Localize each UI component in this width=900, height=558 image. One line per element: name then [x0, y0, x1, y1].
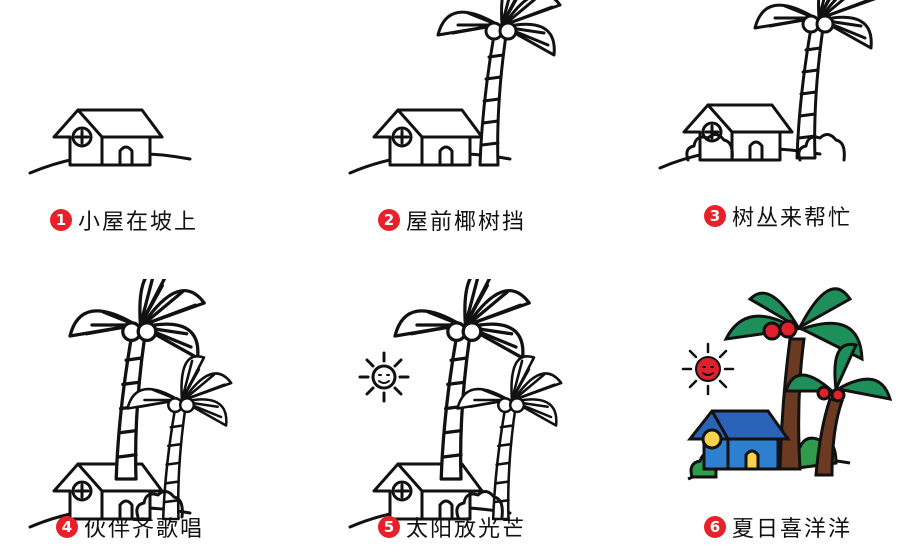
- step-1-panel: 1 小屋在坡上: [0, 0, 300, 279]
- step-2-text: 屋前椰树挡: [406, 210, 527, 235]
- big-palm-coconut: [762, 321, 782, 341]
- step-3-drawing: [658, 0, 879, 170]
- step-2-drawing: [348, 0, 562, 175]
- step-1-text: 小屋在坡上: [78, 210, 199, 235]
- step-3-caption: 3 树丛来帮忙: [704, 200, 852, 232]
- step-5-panel: 5 太阳放光芒: [300, 279, 600, 558]
- step-3-text: 树丛来帮忙: [732, 206, 853, 231]
- small-palm-trunk: [814, 397, 845, 477]
- step-4-text: 伙伴齐歌唱: [84, 517, 205, 542]
- step-5-caption: 5 太阳放光芒: [378, 511, 526, 543]
- step-1-drawing: [28, 108, 192, 175]
- small-palm-coconut: [830, 387, 846, 403]
- step-6-text: 夏日喜洋洋: [732, 517, 853, 542]
- step-3-badge: 3: [704, 205, 726, 227]
- step-6-caption: 6 夏日喜洋洋: [704, 511, 852, 543]
- step-6-panel: 6 夏日喜洋洋: [600, 279, 900, 558]
- step-5-badge: 5: [378, 516, 400, 538]
- big-palm-trunk: [778, 337, 806, 471]
- step-1-caption: 1 小屋在坡上: [50, 204, 198, 236]
- house-door: [744, 449, 760, 471]
- big-palm-leaf: [747, 291, 803, 332]
- step-1-badge: 1: [50, 209, 72, 231]
- sun-icon: [681, 342, 735, 396]
- step-2-badge: 2: [378, 209, 400, 231]
- step-6-badge: 6: [704, 516, 726, 538]
- step-6-drawing: [681, 287, 893, 481]
- step-4-panel: 4 伙伴齐歌唱: [0, 279, 300, 558]
- big-palm-leaf: [796, 287, 853, 331]
- small-palm-coconut: [816, 385, 832, 401]
- step-2-panel: 2 屋前椰树挡: [300, 0, 600, 279]
- small-palm-leaf: [833, 342, 859, 395]
- big-palm-coconut: [778, 319, 798, 339]
- house-window: [701, 428, 723, 450]
- step-2-caption: 2 屋前椰树挡: [378, 204, 526, 236]
- step-3-panel: 3 树丛来帮忙: [600, 0, 900, 279]
- small-palm-leaf: [833, 377, 893, 401]
- step-4-caption: 4 伙伴齐歌唱: [56, 511, 204, 543]
- step-4-badge: 4: [56, 516, 78, 538]
- step-5-text: 太阳放光芒: [406, 517, 527, 542]
